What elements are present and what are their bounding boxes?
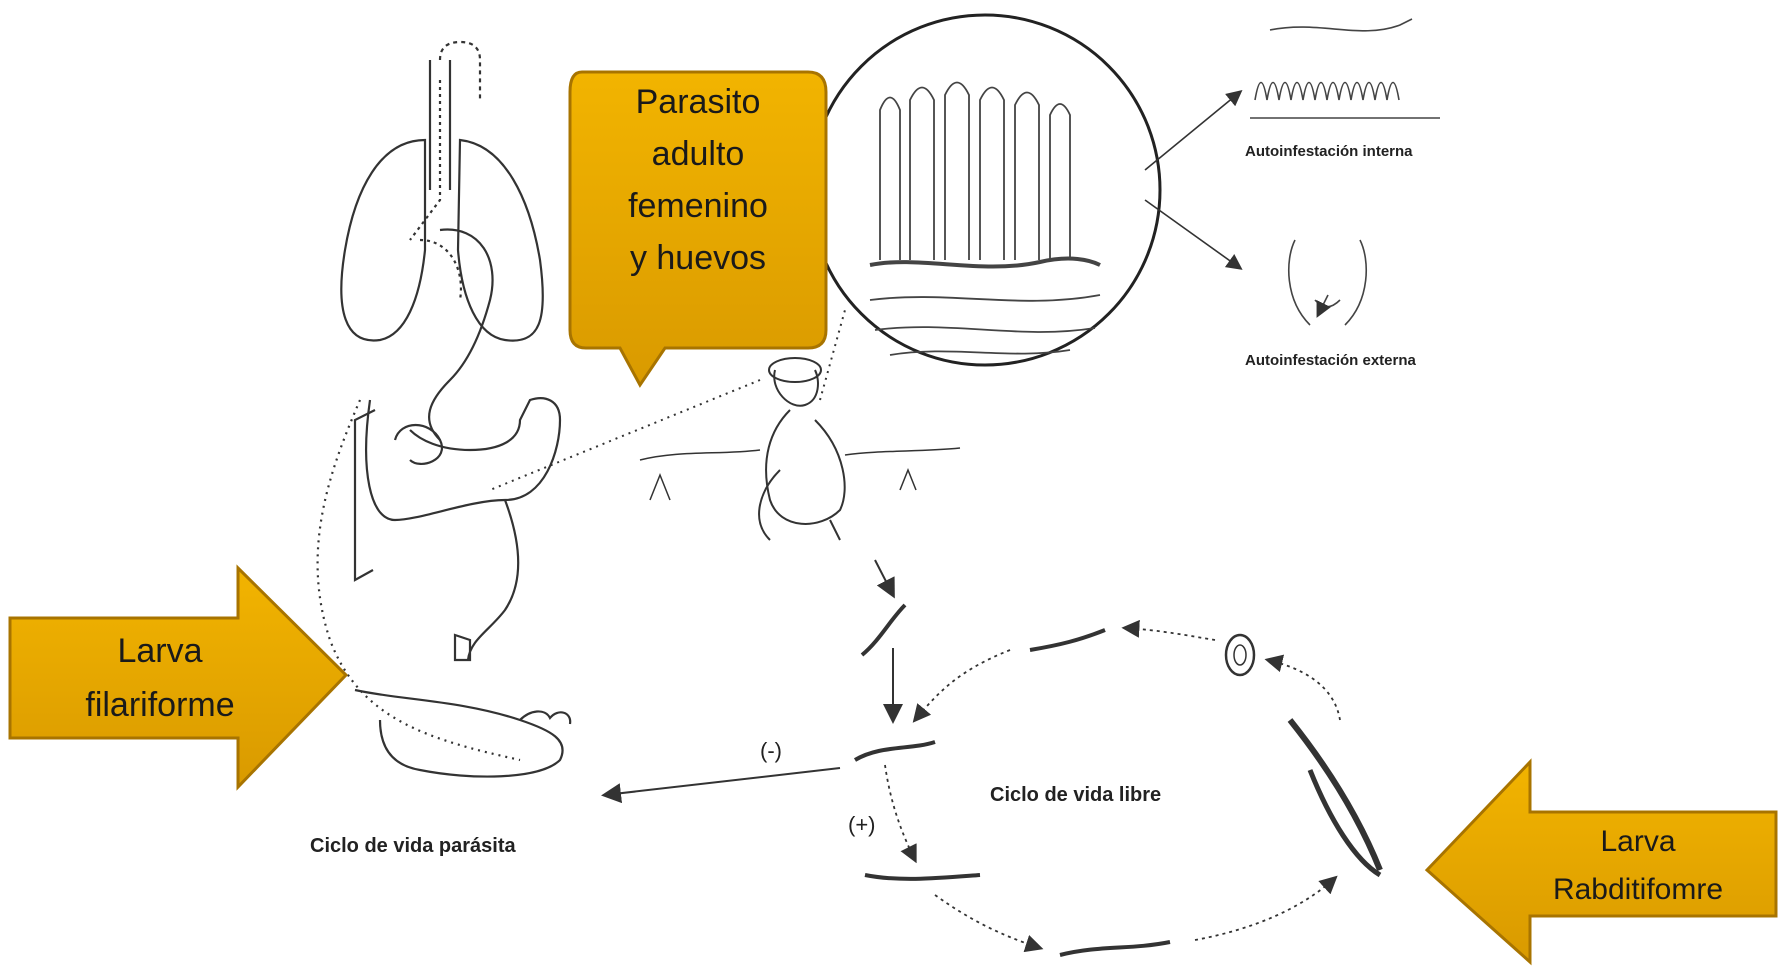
- label-autoinfection-external: Autoinfestación externa: [1245, 352, 1416, 369]
- large-intestine: [366, 398, 560, 520]
- callout-line: Rabditifomre: [1500, 866, 1776, 914]
- internal-autoinfection-sketch: [1250, 19, 1440, 118]
- callout-line: adulto: [572, 128, 824, 180]
- label-autoinfection-internal: Autoinfestación interna: [1245, 143, 1413, 160]
- right-lung: [458, 140, 543, 341]
- intestine-magnified-view: [810, 15, 1160, 365]
- larva-worm-adult: [1290, 720, 1380, 870]
- larva-worm: [1030, 630, 1105, 650]
- larva-worm-adult: [1310, 770, 1380, 875]
- anatomy-illustration: [318, 42, 571, 777]
- larva-worm: [865, 875, 980, 879]
- callout-line: Larva: [1500, 818, 1776, 866]
- callout-line: y huevos: [572, 232, 824, 284]
- callout-line: filariforme: [10, 678, 310, 732]
- left-lung: [341, 140, 425, 340]
- callout-line: Parasito: [572, 76, 824, 128]
- larva-worm: [1060, 942, 1170, 955]
- callout-line: femenino: [572, 180, 824, 232]
- rhabditiform-callout-text: Larva Rabditifomre: [1500, 818, 1776, 914]
- adult-parasite-callout-text: Parasito adulto femenino y huevos: [572, 76, 824, 284]
- callout-line: Larva: [10, 624, 310, 678]
- free-living-cycle: [605, 560, 1380, 955]
- label-parasitic-cycle: Ciclo de vida parásita: [310, 835, 516, 858]
- larva-worm: [862, 605, 905, 655]
- filariform-callout-text: Larva filariforme: [10, 624, 310, 732]
- label-minus-sign: (-): [760, 738, 782, 764]
- larva-worm: [855, 742, 935, 760]
- label-free-cycle: Ciclo de vida libre: [990, 784, 1161, 807]
- stomach: [429, 230, 492, 440]
- egg-icon: [1226, 635, 1254, 675]
- label-plus-sign: (+): [848, 812, 876, 838]
- external-autoinfection-sketch: [1289, 240, 1366, 325]
- foot: [355, 690, 563, 777]
